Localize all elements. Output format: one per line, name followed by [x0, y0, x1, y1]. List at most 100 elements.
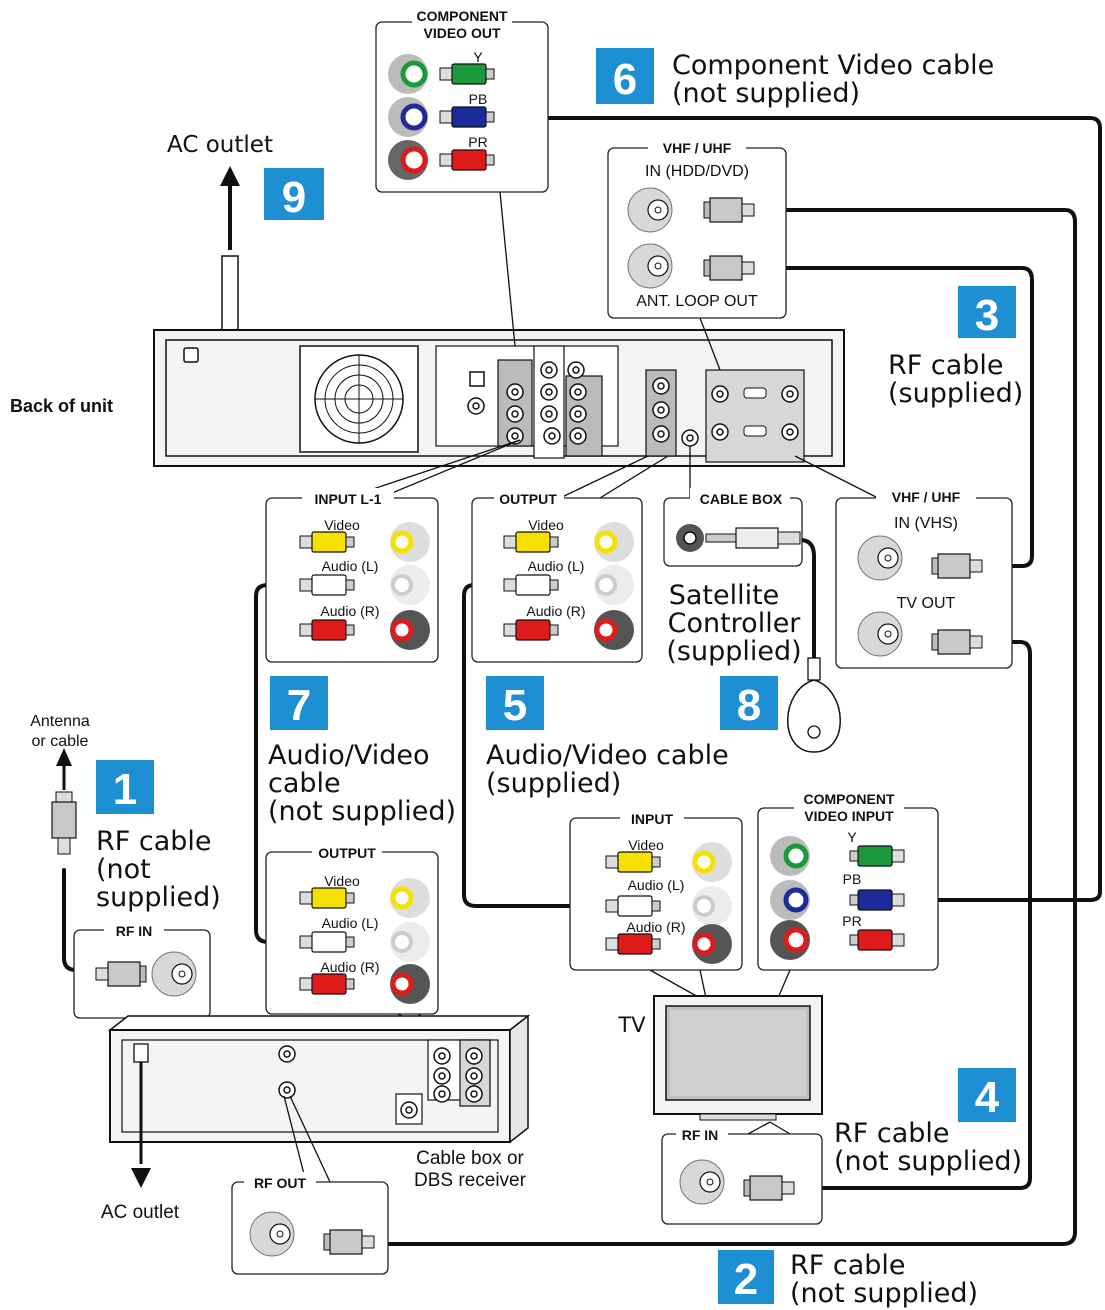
- step-1-line-1: RF cable: [96, 826, 212, 857]
- step-7: 7 Audio/Video cable (not supplied): [268, 676, 456, 827]
- step-4-line-2: (not supplied): [834, 1146, 1022, 1177]
- step-7-line-1: Audio/Video: [268, 740, 430, 771]
- step-8-line-1: Satellite: [669, 580, 780, 611]
- tv-input-audio-l: Audio (L): [628, 877, 685, 893]
- input-l1-video: Video: [324, 517, 360, 533]
- step-8-number: 8: [737, 681, 761, 730]
- step-8-line-2: Controller: [668, 608, 802, 639]
- component-out-pr: PR: [468, 134, 487, 150]
- cable-box-label-2: DBS receiver: [414, 1170, 527, 1191]
- step-5-number: 5: [503, 681, 527, 730]
- vhf-uhf-top-title: VHF / UHF: [663, 140, 732, 156]
- tv-input-video: Video: [628, 837, 664, 853]
- output-receiver-box: OUTPUT Video Audio (L) Audio (R): [265, 842, 473, 1047]
- tv-input-title: INPUT: [631, 811, 673, 827]
- step-5-line-2: (supplied): [486, 768, 621, 799]
- step-3-line-2: (supplied): [888, 378, 1023, 409]
- step-6-line-2: (not supplied): [672, 78, 860, 109]
- rf-in-left-box: RF IN: [73, 920, 287, 1055]
- tv-label: TV: [617, 1013, 646, 1037]
- input-l1-box: INPUT L-1 Video Audio (L) Audio (R): [265, 439, 521, 663]
- cable-box-receiver: [107, 1014, 531, 1188]
- tv-component-pr: PR: [842, 913, 861, 929]
- vhf-uhf-top-in-label: IN (HDD/DVD): [645, 163, 749, 180]
- component-video-out-box: COMPONENT VIDEO OUT Y PB PR: [375, 6, 549, 347]
- output-receiver-title: OUTPUT: [318, 845, 376, 861]
- step-7-line-2: cable: [268, 768, 341, 799]
- ac-outlet-bottom-label: AC outlet: [101, 1202, 180, 1223]
- step-3: 3 RF cable (supplied): [888, 286, 1023, 409]
- input-l1-audio-r: Audio (R): [320, 603, 379, 619]
- step-6-line-1: Component Video cable: [672, 50, 994, 81]
- tv-rf-in-box: RF IN: [661, 1121, 823, 1225]
- step-3-line-1: RF cable: [888, 350, 1004, 381]
- rf-out-box: RF OUT: [231, 1095, 389, 1275]
- vhf-uhf-top-out-label: ANT. LOOP OUT: [636, 293, 758, 310]
- back-of-unit-label: Back of unit: [10, 396, 113, 416]
- step-3-number: 3: [975, 291, 999, 340]
- step-2-number: 2: [734, 1255, 758, 1304]
- antenna-label-2: or cable: [32, 733, 89, 750]
- step-5-line-1: Audio/Video cable: [486, 740, 729, 771]
- output-unit-title: OUTPUT: [499, 491, 557, 507]
- step-2-line-2: (not supplied): [790, 1278, 978, 1309]
- antenna-connector: [51, 748, 77, 855]
- tv-component-y: Y: [847, 829, 857, 845]
- step-4: 4 RF cable (not supplied): [834, 1068, 1022, 1177]
- output-unit-box: OUTPUT Video Audio (L) Audio (R): [471, 455, 669, 663]
- vhf-uhf-right-box: VHF / UHF IN (VHS) TV OUT: [794, 455, 1013, 669]
- step-6-number: 6: [613, 55, 637, 104]
- component-out-pb: PB: [469, 91, 488, 107]
- tv-set: [653, 995, 823, 1121]
- satellite-controller: [787, 657, 841, 753]
- output-receiver-audio-r: Audio (R): [320, 959, 379, 975]
- cable-box-jack-box: CABLE BOX: [663, 446, 803, 567]
- component-out-y: Y: [473, 49, 483, 65]
- vhf-uhf-right-in-label: IN (VHS): [894, 515, 958, 532]
- step-1-line-3: supplied): [96, 882, 221, 913]
- output-receiver-audio-l: Audio (L): [322, 915, 379, 931]
- rf-in-left-title: RF IN: [116, 923, 153, 939]
- input-l1-title: INPUT L-1: [315, 491, 382, 507]
- output-unit-video: Video: [528, 517, 564, 533]
- tv-component-title-2: VIDEO INPUT: [804, 808, 894, 824]
- rf-out-title: RF OUT: [254, 1175, 307, 1191]
- tv-rf-in-title: RF IN: [682, 1127, 719, 1143]
- step-2-line-1: RF cable: [790, 1250, 906, 1281]
- step-4-number: 4: [975, 1073, 1000, 1122]
- step-8: 8 Satellite Controller (supplied): [666, 580, 802, 730]
- step-9: 9 AC outlet: [167, 132, 324, 222]
- cable-box-label-1: Cable box or: [416, 1148, 524, 1169]
- step-1-line-2: (not: [96, 854, 151, 885]
- tv-input-box: INPUT Video Audio (L) Audio (R): [569, 808, 743, 999]
- step-5: 5 Audio/Video cable (supplied): [486, 676, 729, 799]
- input-l1-audio-l: Audio (L): [322, 558, 379, 574]
- tv-component-title-1: COMPONENT: [804, 791, 895, 807]
- tv-component-pb: PB: [843, 871, 862, 887]
- step-2: 2 RF cable (not supplied): [718, 1250, 978, 1309]
- vhf-uhf-top-box: VHF / UHF IN (HDD/DVD) ANT. LOOP OUT: [607, 136, 787, 371]
- component-out-title-1: COMPONENT: [417, 8, 508, 24]
- output-receiver-video: Video: [324, 873, 360, 889]
- antenna-label-1: Antenna: [30, 713, 90, 730]
- step-7-line-3: (not supplied): [268, 796, 456, 827]
- step-4-line-1: RF cable: [834, 1118, 950, 1149]
- step-9-line-1: AC outlet: [167, 132, 273, 158]
- main-unit-back: [153, 329, 845, 467]
- component-out-title-2: VIDEO OUT: [423, 25, 500, 41]
- step-9-number: 9: [282, 173, 306, 222]
- output-unit-audio-r: Audio (R): [526, 603, 585, 619]
- vhf-uhf-right-out-label: TV OUT: [897, 595, 956, 612]
- tv-component-input-box: COMPONENT VIDEO INPUT Y PB PR: [757, 790, 939, 999]
- step-6: 6 Component Video cable (not supplied): [596, 48, 994, 109]
- step-1: 1 RF cable (not supplied): [96, 760, 221, 913]
- cable-box-jack-title: CABLE BOX: [700, 491, 783, 507]
- tv-input-audio-r: Audio (R): [626, 919, 685, 935]
- output-unit-audio-l: Audio (L): [528, 558, 585, 574]
- step-1-number: 1: [113, 765, 137, 814]
- fan-grille: [299, 345, 419, 453]
- step-8-line-3: (supplied): [666, 636, 801, 667]
- vhf-uhf-right-title: VHF / UHF: [892, 489, 961, 505]
- step-7-number: 7: [287, 681, 311, 730]
